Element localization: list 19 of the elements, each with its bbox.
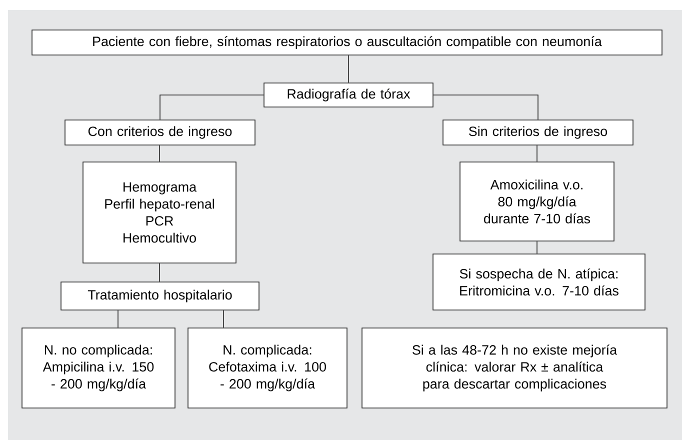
process-box: Si sospecha de N. atípica: Eritromicina v.o. 7-10 días [432,254,646,310]
connector-line [536,145,538,162]
process-box: Amoxicilina v.o. 80 mg/kg/día durante 7-10 días [460,162,614,242]
connector-line [223,310,224,328]
process-box: N. no complicada: Ampicilina i.v. 150 - 200 mg/kg/día [22,328,176,408]
process-box: N. complicada: Cefotaxima i.v. 100 - 200 mg/kg/día [188,328,348,408]
connector-line [160,94,264,120]
process-box: Si a las 48-72 h no existe mejoría clínica: valorar Rx ± analítica para descartar complicaciones [362,328,668,408]
connector-line [159,145,160,162]
process-box: Paciente con fiebre, síntomas respiratorios o auscultación compatible con neumonía [32,30,662,56]
process-box: Sin criterios de ingreso [442,120,634,146]
process-box: Hemograma Perfil hepato-renal PCR Hemocultivo [82,162,236,264]
connector-line [536,241,538,254]
connector-line [348,55,349,83]
process-box: Tratamiento hospitalario [60,282,260,310]
process-box: Con criterios de ingreso [64,120,256,146]
connector-line [433,94,538,120]
process-box: Radiografía de tórax [264,82,434,108]
connector-line [159,263,160,282]
